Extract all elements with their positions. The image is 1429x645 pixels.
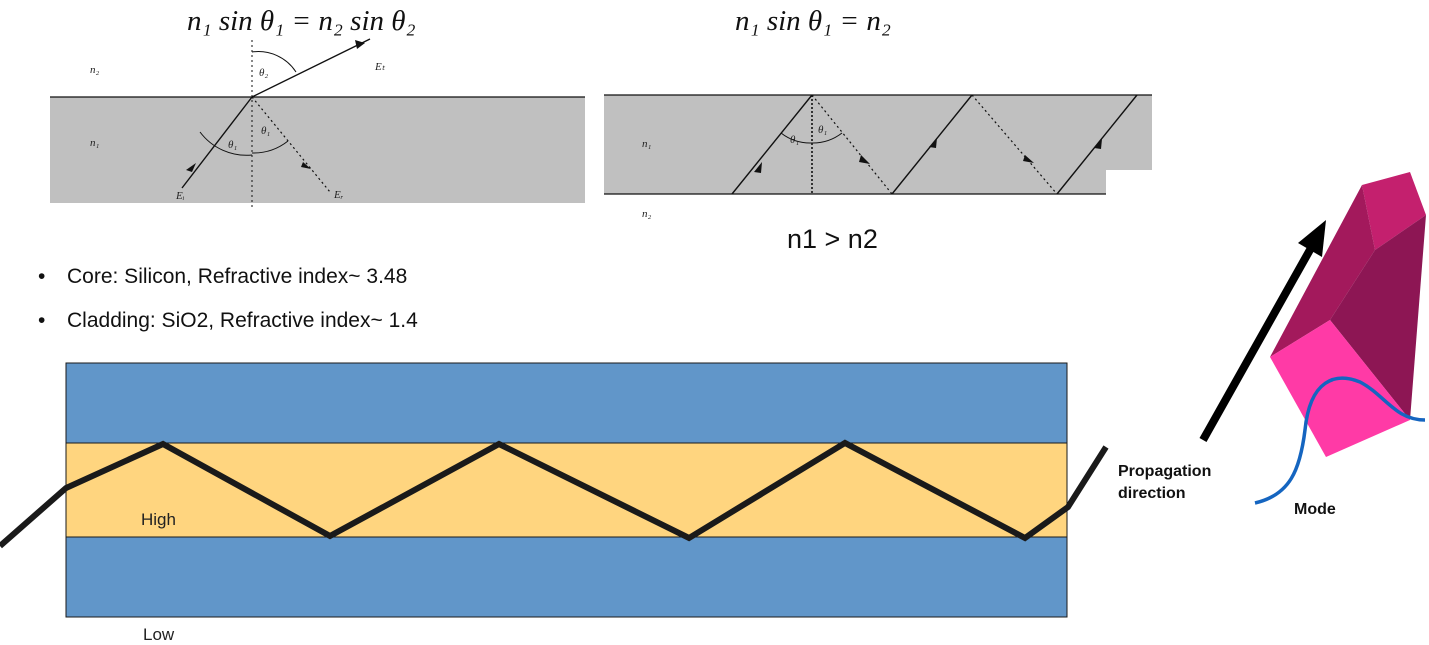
transmitted-arrowhead — [355, 40, 365, 49]
zigzag-light-ray — [0, 439, 1109, 549]
mode-label: Mode — [1294, 501, 1336, 518]
n2-label: n₂ — [90, 64, 100, 76]
theta1-incident-arc — [199, 131, 253, 156]
theta2-arc — [251, 51, 297, 73]
tir-ray-up-3 — [1056, 94, 1138, 195]
n1-label: n₁ — [90, 137, 100, 149]
tir-n2-label: n₂ — [642, 208, 652, 220]
prism-front-face — [1270, 320, 1410, 457]
reflected-field-label: Eᵣ — [333, 189, 344, 201]
tir-ray-down-1 — [811, 94, 893, 195]
propagation-arrowhead — [1298, 220, 1326, 257]
tir-theta1-label: θ₁ — [790, 134, 799, 146]
refraction-diagram: n₂ n₁ θ₁ θ₁ θ₂ Eᵢ Eₜ Eᵣ — [50, 38, 585, 208]
propagation-label-line2: direction — [1118, 485, 1186, 502]
transmitted-field-label: Eₜ — [374, 61, 386, 73]
theta1-incident-label: θ₁ — [228, 139, 237, 151]
tir-condition-label: n1 > n2 — [787, 224, 878, 254]
theta1-reflect-arc — [251, 140, 289, 154]
incident-field-label: Eᵢ — [175, 190, 185, 202]
bullet-list: • Core: Silicon, Refractive index~ 3.48 … — [38, 265, 418, 332]
snell-equation: n₁ sin θ₁ = n₂ sin θ₂ — [187, 5, 416, 37]
tir-theta1-reflect-arc — [811, 132, 843, 144]
prism-right-face — [1330, 215, 1426, 420]
prism-left-face — [1270, 185, 1375, 357]
lower-cladding — [65, 536, 1068, 618]
tir-arrowhead-3 — [929, 138, 937, 148]
core-high-label: High — [141, 510, 176, 529]
tir-theta1-arc — [780, 132, 813, 144]
mode-3d-diagram: Propagation direction Mode — [1118, 172, 1426, 518]
bullet-marker-1: • — [38, 265, 45, 288]
mode-profile-curve — [1254, 376, 1426, 505]
bullet-cladding: Cladding: SiO2, Refractive index~ 1.4 — [67, 309, 418, 332]
incident-ray — [181, 96, 253, 189]
reflected-arrowhead — [301, 162, 311, 169]
tir-arrowhead-4 — [1023, 155, 1034, 163]
critical-angle-equation: n₁ sin θ₁ = n₂ — [735, 5, 891, 37]
propagation-label-line1: Propagation — [1118, 463, 1211, 480]
bullet-core: Core: Silicon, Refractive index~ 3.48 — [67, 265, 407, 288]
tir-ray-down-2 — [971, 94, 1058, 195]
reflected-ray — [251, 96, 331, 193]
theta2-label: θ₂ — [259, 67, 268, 79]
cladding-low-label: Low — [143, 625, 175, 644]
tir-core-block — [604, 95, 1152, 194]
transmitted-ray — [251, 38, 371, 98]
incident-arrowhead — [186, 163, 196, 172]
tir-arrowhead-1 — [754, 162, 762, 173]
tir-ray-up-1 — [731, 94, 813, 195]
tir-arrowhead-5 — [1094, 139, 1102, 149]
tir-n1-label: n₁ — [642, 138, 652, 150]
theta1-reflect-label: θ₁ — [261, 125, 270, 137]
tir-diagram: n₁ n₂ θ₁ θ₁ n1 > n2 — [604, 94, 1152, 254]
waveguide-core — [65, 442, 1068, 538]
prism-top-face — [1362, 172, 1426, 250]
tir-arrowhead-2 — [859, 155, 870, 164]
upper-cladding — [65, 362, 1068, 444]
bullet-marker-2: • — [38, 309, 45, 332]
propagation-arrow-shaft — [1199, 246, 1315, 442]
waveguide-diagram: High Low — [0, 362, 1109, 644]
medium-n1-block — [50, 97, 585, 203]
tir-theta1-reflect-label: θ₁ — [818, 124, 827, 136]
